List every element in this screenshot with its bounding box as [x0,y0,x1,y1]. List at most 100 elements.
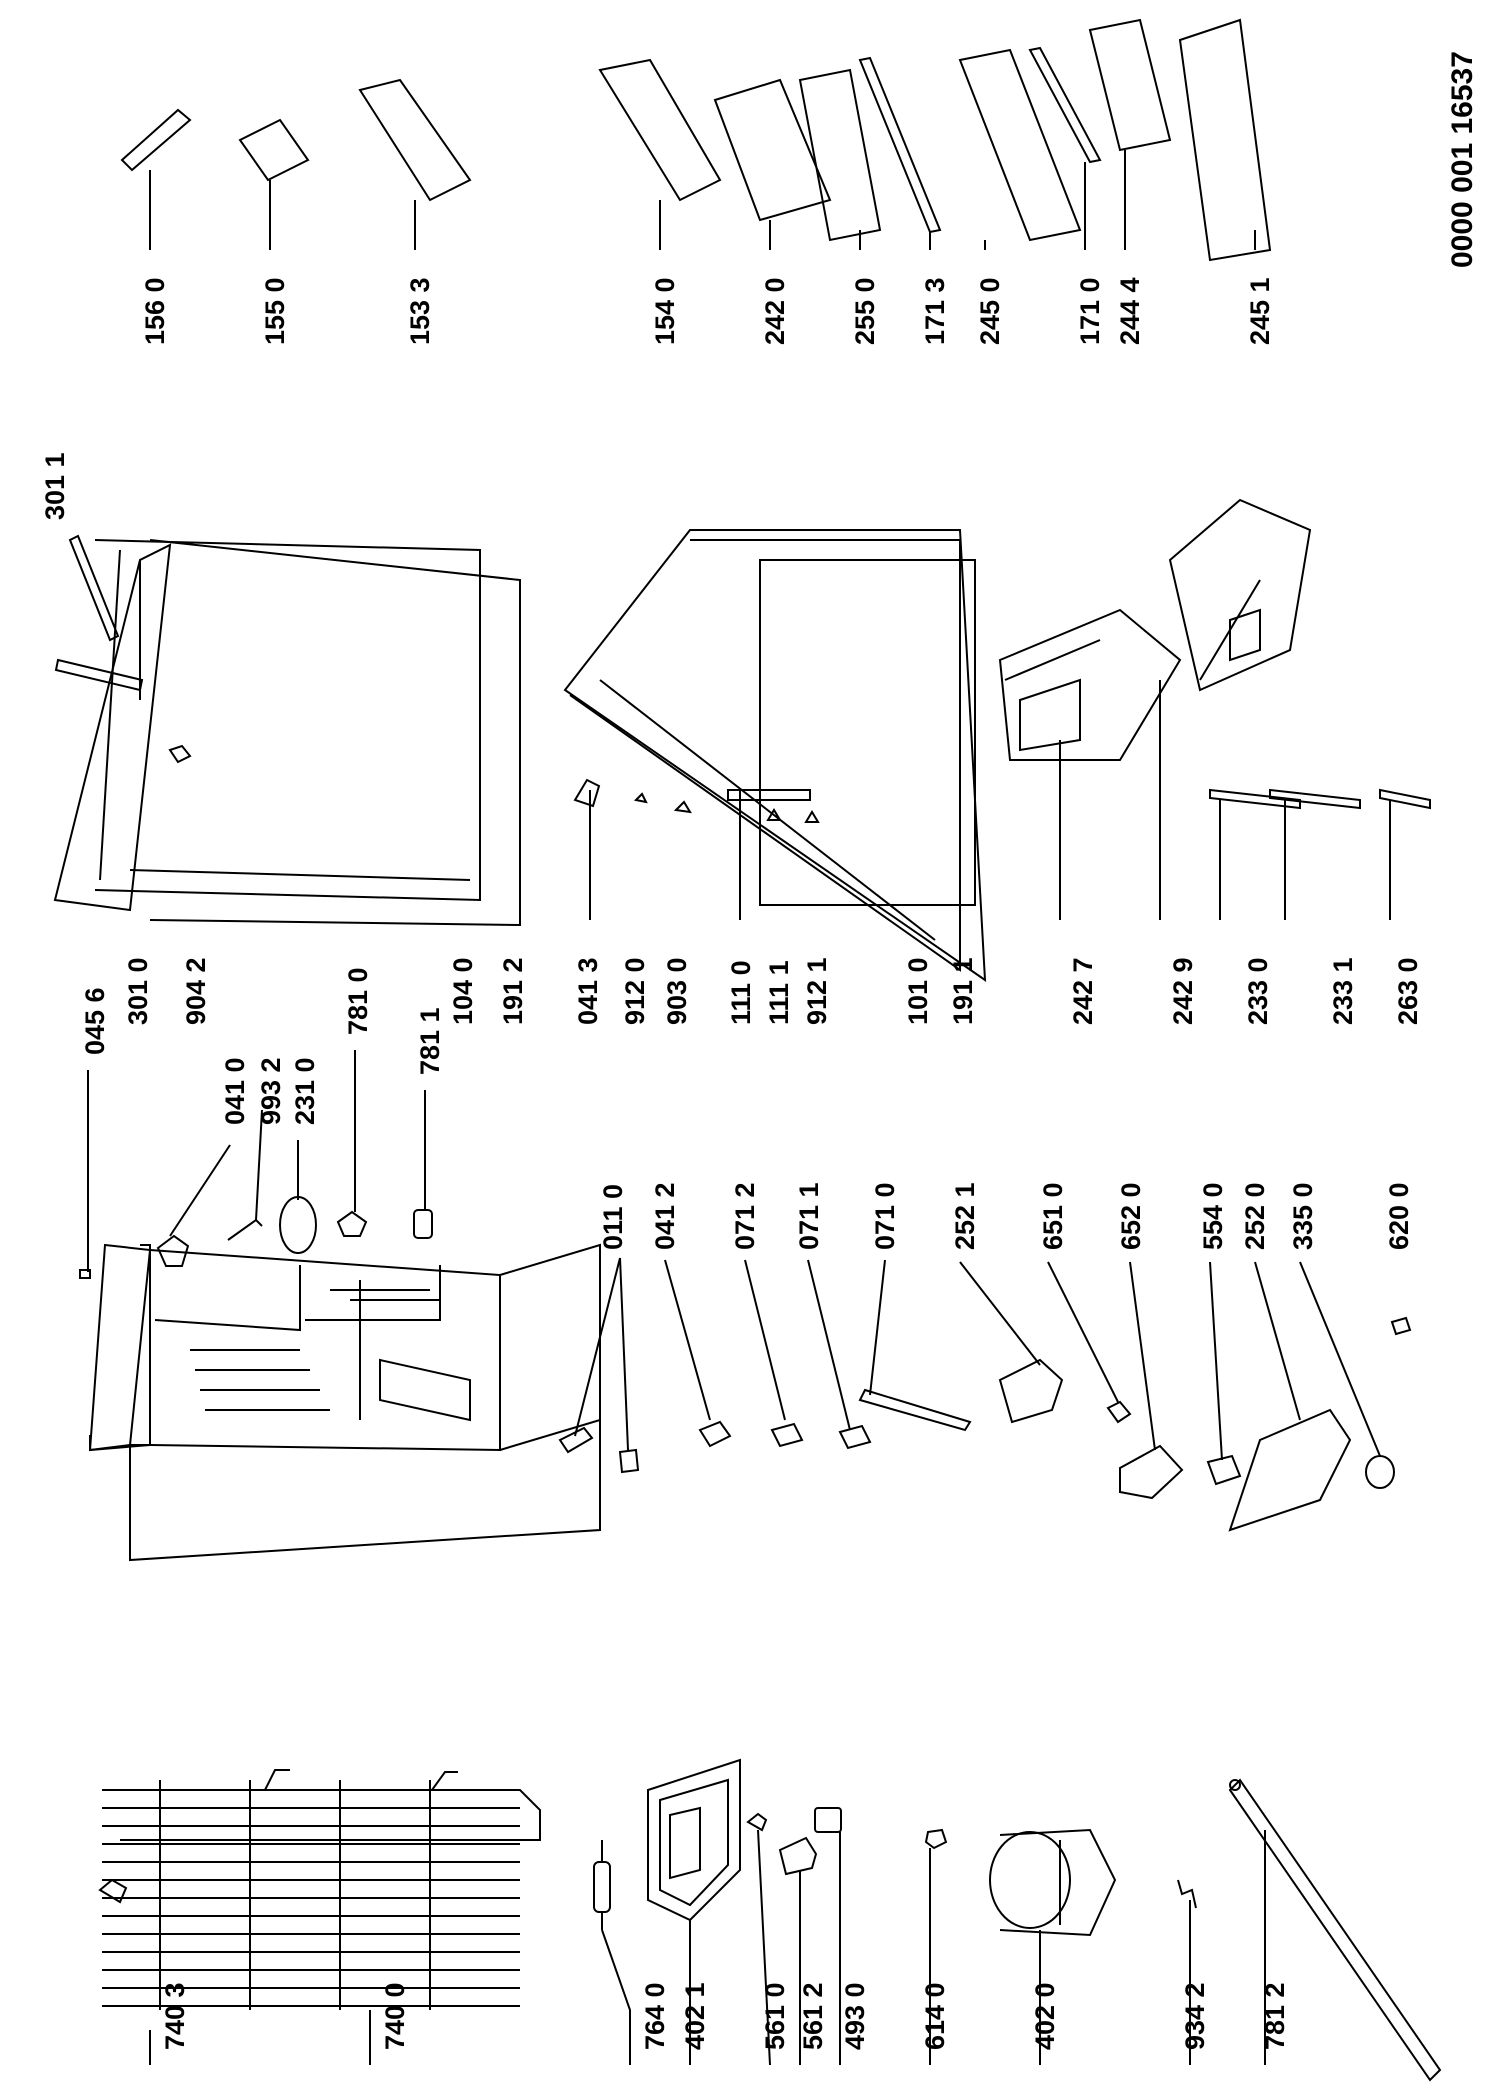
label-111-0: 111 0 [726,960,756,1025]
bin-242-0 [713,78,832,222]
label-993-2: 993 2 [256,1057,286,1125]
thermostat-252-1 [998,1358,1064,1424]
label-041-0: 041 0 [220,1057,250,1125]
label-011-0: 011 0 [598,1183,628,1250]
label-154-0: 154 0 [650,277,680,345]
label-155-0: 155 0 [260,277,290,345]
label-934-2: 934 2 [1180,1982,1210,2050]
screw-912-0 [633,792,648,804]
label-171-3: 171 3 [920,277,950,345]
filter-drier [593,1840,611,1930]
label-561-0: 561 0 [760,1982,790,2050]
label-554-0: 554 0 [1198,1182,1228,1250]
rail-071-0 [858,1388,972,1432]
hinge-041-2 [698,1420,732,1448]
label-191-1: 191 1 [948,957,978,1025]
label-252-0: 252 0 [1240,1182,1270,1250]
label-171-0: 171 0 [1075,277,1105,345]
label-242-0: 242 0 [760,277,790,345]
hinge-part [156,1234,190,1267]
label-071-0: 071 0 [870,1182,900,1250]
rail-263-0 [1379,788,1431,810]
label-781-1: 781 1 [415,1007,445,1075]
label-104-0: 104 0 [448,957,478,1025]
label-903-0: 903 0 [662,957,692,1025]
hinge-071-2 [770,1422,804,1448]
label-252-1: 252 1 [950,1182,980,1250]
cap-part [413,1209,433,1239]
compressor [989,1828,1117,1937]
capacitor-part [814,1807,842,1833]
hinge-041-3 [573,778,601,808]
crisper-drawer [998,608,1182,761]
wire-shelf-244-4 [1088,18,1172,152]
bracket-part [98,1878,128,1904]
wire-clip [1177,1879,1197,1909]
knob-part [336,1210,368,1237]
hinge-071-1 [838,1424,872,1450]
bottle-rack-153-3 [358,78,472,202]
label-191-2: 191 2 [498,957,528,1025]
cover-strip [1228,1778,1442,2082]
label-244-4: 244 4 [1115,277,1145,345]
egg-tray-156-0 [120,108,192,172]
label-620-0: 620 0 [1384,1182,1414,1250]
label-912-0: 912 0 [620,957,650,1025]
label-335-0: 335 0 [1288,1182,1318,1250]
label-493-0: 493 0 [840,1982,870,2050]
label-071-2: 071 2 [730,1182,760,1250]
label-740-0: 740 0 [380,1982,410,2050]
label-614-0: 614 0 [920,1982,950,2050]
label-651-0: 651 0 [1038,1182,1068,1250]
wire-shelf-245-1 [1178,18,1272,262]
label-233-1: 233 1 [1328,957,1358,1025]
glass-shelf-255-0 [798,68,882,242]
door-strip-301-1 [68,534,120,642]
document-number: 0000 001 16537 [1446,51,1479,268]
screw-903-0 [673,800,692,814]
label-652-0: 652 0 [1116,1182,1146,1250]
label-263-0: 263 0 [1393,957,1423,1025]
label-781-0: 781 0 [343,967,373,1035]
label-245-0: 245 0 [975,277,1005,345]
label-153-3: 153 3 [405,277,435,345]
label-402-1: 402 1 [680,1982,710,2050]
rail-233-1 [1269,788,1361,810]
label-245-1: 245 1 [1245,277,1275,345]
wire-shelf-245-0 [958,48,1082,242]
label-045-6: 045 6 [80,987,110,1055]
label-402-0: 402 0 [1030,1982,1060,2050]
trim-171-3 [858,56,942,234]
label-101-0: 101 0 [903,957,933,1025]
label-781-2: 781 2 [1260,1982,1290,2050]
freezer-drawer [1168,498,1312,692]
cabinet [88,1243,601,1562]
tray-155-0 [238,118,310,182]
part-912-1 [804,810,820,823]
condenser-coil [102,1769,541,2010]
label-740-3: 740 3 [160,1982,190,2050]
label-912-1: 912 1 [802,957,832,1025]
label-255-0: 255 0 [850,277,880,345]
trim-171-0 [1028,46,1102,164]
control-panel-252 [1228,1408,1352,1532]
compressor-tray [647,1758,741,1922]
label-233-0: 233 0 [1243,957,1273,1025]
label-301-1: 301 1 [40,452,70,520]
relay-part [778,1836,818,1876]
label-041-2: 041 2 [650,1182,680,1250]
clip-part [746,1812,768,1832]
lamp-651 [1106,1400,1132,1424]
label-242-7: 242 7 [1068,957,1098,1025]
door-rack-154-0 [598,58,722,202]
grommet-part [924,1828,948,1850]
label-764-0: 764 0 [640,1982,670,2050]
label-231-0: 231 0 [290,1057,320,1125]
label-071-1: 071 1 [794,1182,824,1250]
label-041-3: 041 3 [573,957,603,1025]
label-561-2: 561 2 [798,1982,828,2050]
lamp-holder-652 [1119,1444,1184,1500]
bar-111-0 [727,789,811,801]
